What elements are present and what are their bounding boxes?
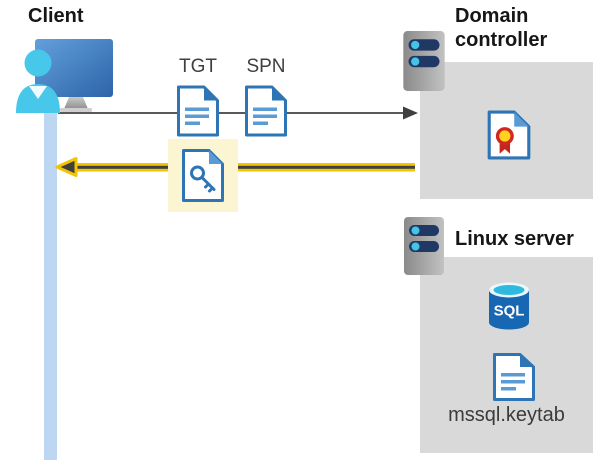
client-user-workstation-icon (8, 33, 118, 113)
client-label: Client (28, 5, 84, 27)
linux-server-label: Linux server (455, 228, 574, 250)
request-arrow-right (56, 104, 418, 122)
spn-document-icon (244, 84, 288, 138)
keytab-file-label: mssql.keytab (448, 404, 565, 426)
keytab-document-icon (492, 352, 536, 402)
domain-controller-server-icon (402, 30, 446, 92)
domain-controller-label: Domain controller (455, 5, 548, 51)
sql-badge-text: SQL (494, 303, 525, 320)
tgt-document-icon (176, 84, 220, 138)
certificate-icon (487, 110, 531, 160)
linux-server-icon (402, 216, 446, 276)
client-lifeline-bar (44, 93, 57, 460)
sql-database-icon: SQL (487, 280, 531, 331)
tgt-label: TGT (179, 56, 217, 77)
response-arrow-left (55, 156, 415, 178)
key-ticket-document-icon (181, 148, 225, 203)
spn-label: SPN (246, 56, 286, 77)
